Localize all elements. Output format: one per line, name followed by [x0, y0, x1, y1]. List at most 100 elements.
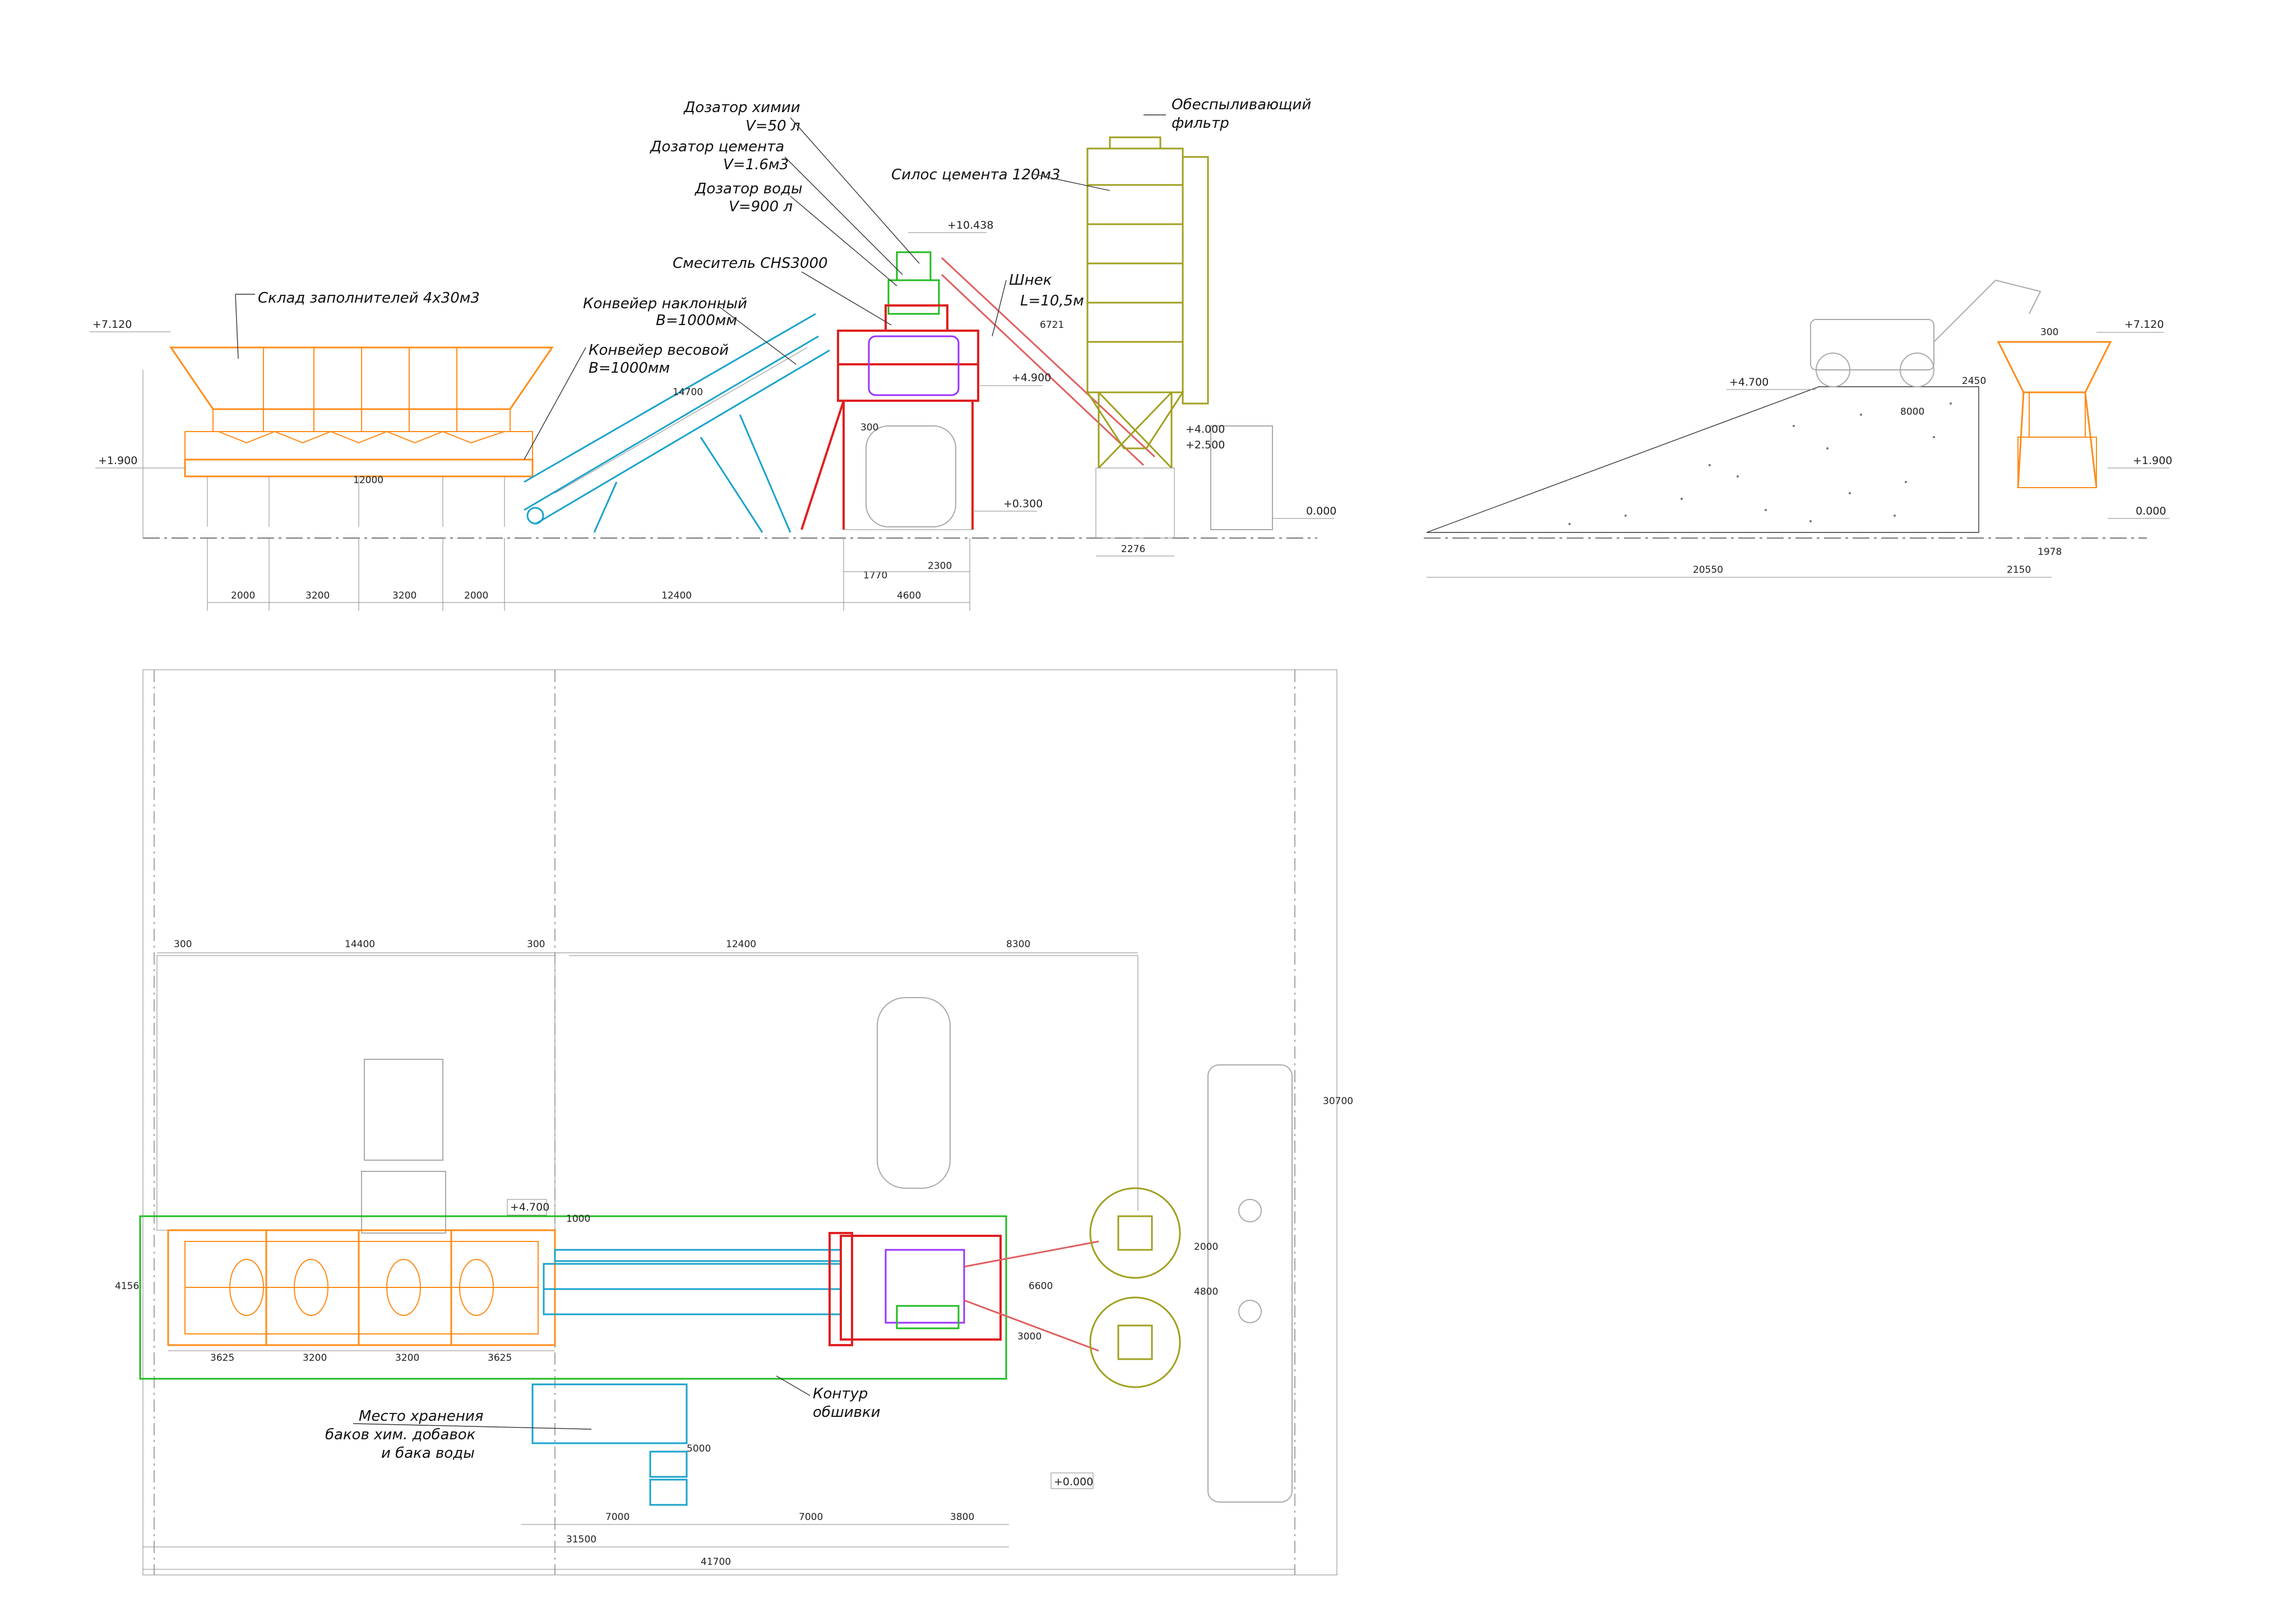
- label-dosator-chem: Дозатор химии: [683, 99, 800, 116]
- label-dosator-water-v: V=900 л: [729, 198, 793, 215]
- svg-text:3200: 3200: [303, 1352, 327, 1364]
- level-r1900: +1.900: [2133, 455, 2172, 467]
- elevation-levels: +7.120 +1.900 +10.438 +4.900 +0.300 +4.0…: [90, 219, 1336, 519]
- storage-tanks: [531, 1383, 688, 1506]
- loader-icon: [1810, 279, 2042, 387]
- label-filter: Обеспыливающий: [1172, 96, 1311, 113]
- svg-text:300: 300: [174, 939, 192, 950]
- conveyor-plan: [543, 1249, 842, 1315]
- svg-text:30700: 30700: [1323, 1096, 1353, 1107]
- label-mixer: Смеситель CHS3000: [673, 255, 828, 272]
- aggregate-bins-elevation: [169, 346, 554, 527]
- label-dosator-chem-v: V=50 л: [746, 118, 800, 135]
- svg-text:3200: 3200: [392, 590, 416, 601]
- svg-text:7000: 7000: [799, 1512, 823, 1523]
- cement-silo-elevation: [1086, 136, 1209, 539]
- svg-text:14400: 14400: [345, 939, 375, 950]
- svg-text:1000: 1000: [566, 1213, 590, 1225]
- level-1900: +1.900: [98, 455, 137, 467]
- label-contour2: обшивки: [813, 1404, 881, 1421]
- cladding-contour: [139, 1215, 1007, 1380]
- aggregate-bins-plan: [167, 1229, 556, 1346]
- svg-text:14700: 14700: [673, 387, 703, 398]
- svg-text:31500: 31500: [566, 1534, 596, 1545]
- svg-text:7000: 7000: [605, 1512, 629, 1523]
- label-screw-l: L=10,5м: [1020, 293, 1084, 309]
- inclined-conveyor-elevation: [524, 313, 830, 533]
- svg-text:4800: 4800: [1194, 1286, 1218, 1297]
- svg-text:2300: 2300: [928, 560, 952, 572]
- svg-text:12400: 12400: [726, 939, 756, 950]
- svg-text:6721: 6721: [1040, 319, 1064, 331]
- label-storage1: Место хранения: [359, 1408, 483, 1425]
- level-p0000: +0.000: [1054, 1476, 1093, 1488]
- label-conv-inclined: Конвейер наклонный: [583, 295, 747, 312]
- loader-plan-icon: [361, 1059, 446, 1234]
- svg-text:300: 300: [527, 939, 545, 950]
- svg-text:2150: 2150: [2007, 564, 2031, 576]
- label-silo: Силос цемента 120м3: [891, 166, 1061, 183]
- level-r0000: 0.000: [2136, 505, 2166, 517]
- svg-text:1770: 1770: [863, 570, 887, 581]
- svg-text:8000: 8000: [1900, 406, 1924, 418]
- mixer-tower-elevation: [800, 251, 979, 530]
- svg-text:20550: 20550: [1693, 564, 1723, 576]
- label-sklad: Склад заполнителей 4х30м3: [258, 290, 480, 307]
- level-7120: +7.120: [92, 318, 132, 331]
- level-r4700: +4.700: [1729, 376, 1769, 388]
- svg-text:3000: 3000: [1017, 1331, 1041, 1342]
- cross-section: +4.700 +7.120 +1.900 0.000 20550 2150 19…: [1424, 279, 2172, 578]
- svg-text:3200: 3200: [395, 1352, 419, 1364]
- level-r7120: +7.120: [2124, 318, 2164, 331]
- silos-plan: [1089, 1187, 1181, 1388]
- svg-text:3800: 3800: [950, 1512, 974, 1523]
- svg-text:2000: 2000: [231, 590, 255, 601]
- elevation-labels: Склад заполнителей 4х30м3 Конвейер накло…: [235, 96, 1311, 460]
- level-p4700: +4.700: [510, 1201, 549, 1213]
- level-4000: +4.000: [1186, 423, 1225, 435]
- label-conv-weigh-b: В=1000мм: [589, 360, 670, 377]
- label-dosator-cement-v: V=1.6м3: [723, 156, 789, 173]
- svg-text:12000: 12000: [353, 475, 383, 486]
- truck-icon: [1210, 425, 1273, 530]
- svg-text:1978: 1978: [2038, 546, 2062, 558]
- level-0300: +0.300: [1003, 498, 1043, 510]
- label-conv-weigh: Конвейер весовой: [589, 342, 729, 359]
- svg-text:41700: 41700: [701, 1556, 731, 1568]
- label-screw: Шнек: [1009, 272, 1052, 289]
- cement-truck-plan-icon: [1207, 1064, 1293, 1503]
- level-2500: +2.500: [1186, 439, 1225, 451]
- svg-text:6600: 6600: [1029, 1281, 1053, 1292]
- svg-text:300: 300: [860, 422, 878, 433]
- aggregate-texture: [1568, 402, 1952, 525]
- screw-conveyor-elevation: [941, 257, 1156, 466]
- label-dosator-water: Дозатор воды: [695, 180, 803, 197]
- side-elevation: Склад заполнителей 4х30м3 Конвейер накло…: [90, 96, 1336, 611]
- svg-text:2000: 2000: [1194, 1241, 1218, 1253]
- mixer-plan: [828, 1232, 1002, 1346]
- label-dosator-cement: Дозатор цемента: [650, 138, 784, 155]
- svg-text:3625: 3625: [488, 1352, 512, 1364]
- level-0000: 0.000: [1306, 505, 1336, 517]
- label-conv-inclined-b: В=1000мм: [656, 312, 737, 329]
- aggregate-pile: [1426, 386, 1979, 533]
- label-contour1: Контур: [813, 1385, 868, 1402]
- svg-text:2450: 2450: [1962, 376, 1986, 387]
- svg-text:4600: 4600: [897, 590, 921, 601]
- elevation-dimensions: 2000 3200 3200 2000 12400 4600 12000 177…: [207, 319, 1174, 611]
- plan-view: 300 14400 300 12400 8300: [115, 669, 1353, 1575]
- mixer-truck-plan-icon: [877, 997, 951, 1189]
- svg-text:4156: 4156: [115, 1281, 139, 1292]
- level-4900: +4.900: [1012, 372, 1051, 384]
- label-storage3: и бака воды: [381, 1445, 475, 1462]
- svg-text:300: 300: [2040, 327, 2058, 338]
- svg-text:5000: 5000: [687, 1443, 711, 1454]
- svg-text:12400: 12400: [661, 590, 692, 601]
- label-storage2: баков хим. добавок: [325, 1426, 476, 1443]
- svg-text:8300: 8300: [1006, 939, 1030, 950]
- svg-text:3200: 3200: [305, 590, 330, 601]
- svg-text:2276: 2276: [1121, 544, 1145, 555]
- label-filter2: фильтр: [1172, 115, 1229, 132]
- svg-text:2000: 2000: [464, 590, 488, 601]
